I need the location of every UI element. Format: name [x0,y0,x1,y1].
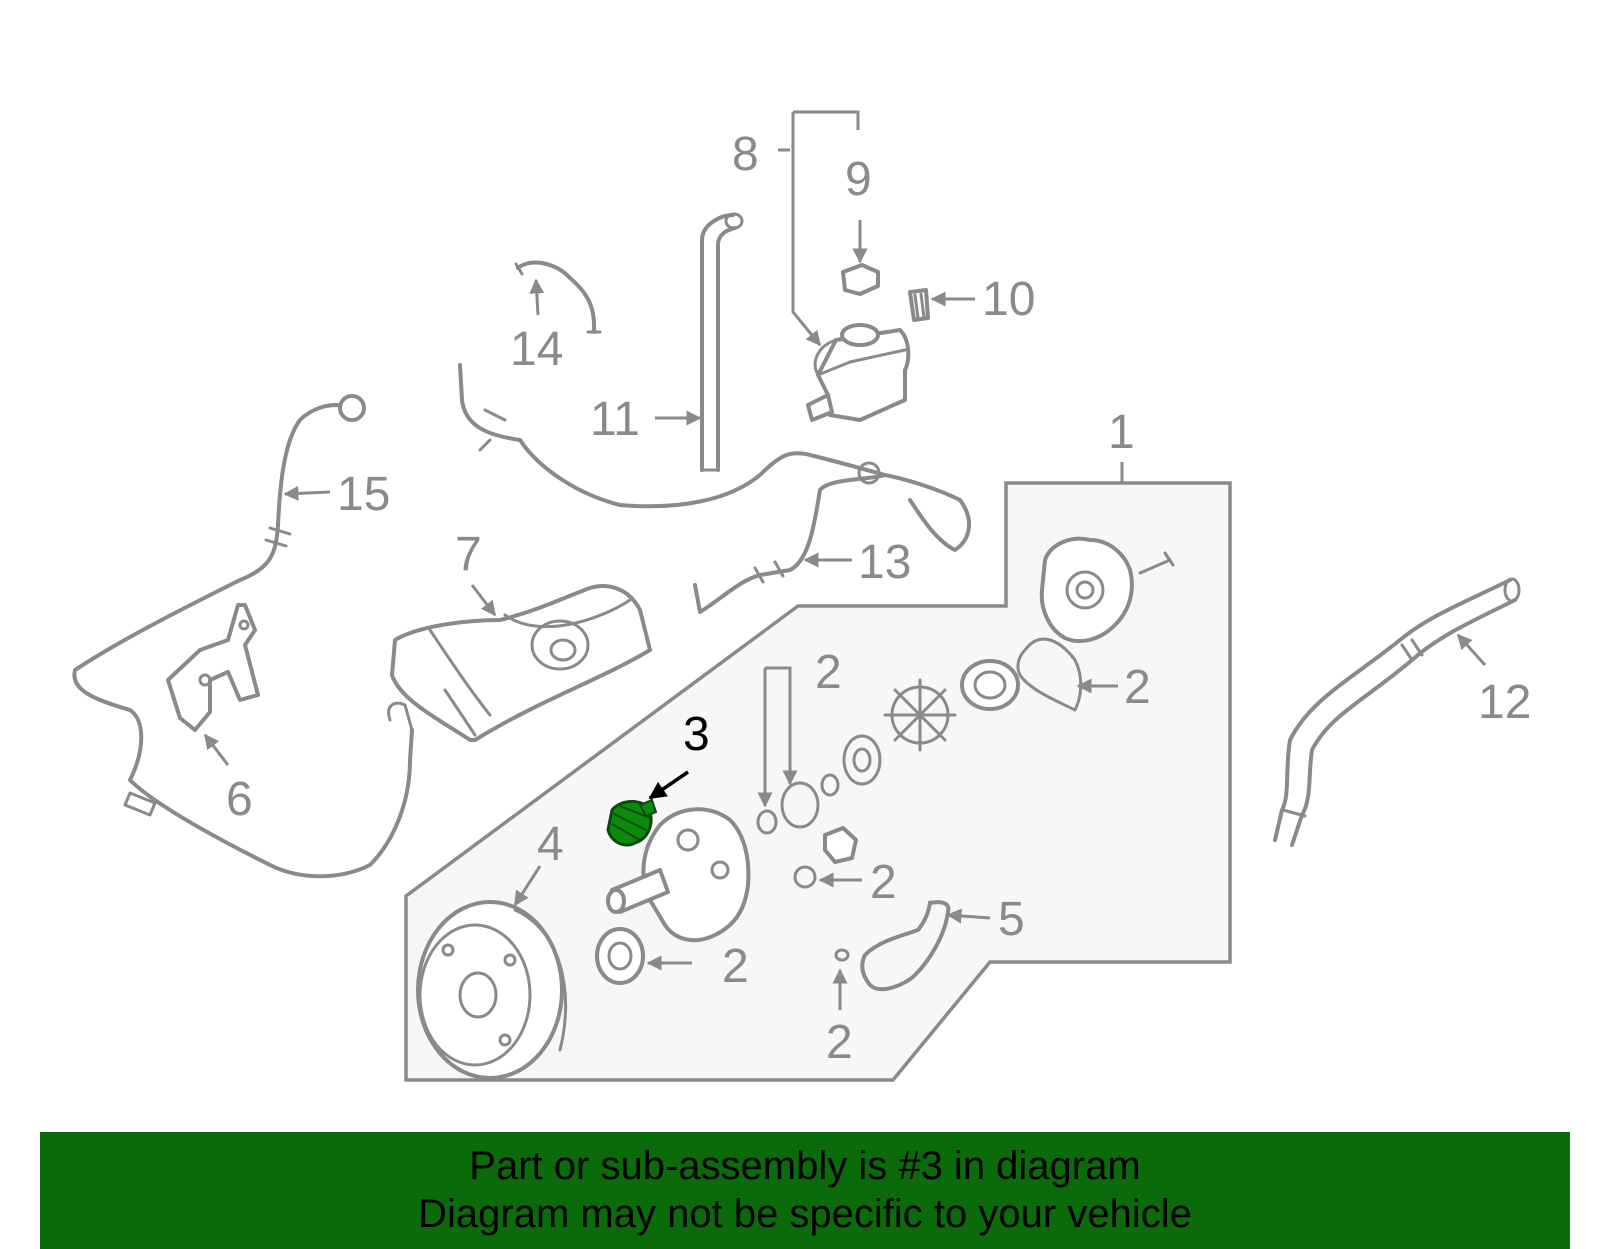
leader-lines [203,110,1487,1010]
callout-2-middle: 2 [870,856,897,909]
part-3-highlighted [606,798,658,847]
callout-1: 1 [1108,406,1135,459]
banner-line-1: Part or sub-assembly is #3 in diagram [469,1144,1141,1188]
callout-5: 5 [998,893,1025,946]
callout-11: 11 [590,393,640,446]
part-11-hose [700,212,744,472]
callout-2-bracket: 2 [815,646,842,699]
part-15-hose [72,394,414,879]
callout-9: 9 [845,153,872,206]
callout-6: 6 [226,773,253,826]
callout-2-bottom: 2 [826,1016,853,1069]
info-banner: Part or sub-assembly is #3 in diagram Di… [40,1132,1570,1249]
part-8-reservoir [806,323,911,422]
part-9-cap [841,263,880,296]
part-1-internals [756,637,1083,962]
callout-14: 14 [510,323,563,376]
part-7-heat-shield [390,584,652,742]
callout-15: 15 [337,468,390,521]
callout-4: 4 [537,818,564,871]
part-6-bracket [166,603,260,732]
callout-2-seal: 2 [722,940,749,993]
callout-13: 13 [858,536,911,589]
part-10-filter [908,288,930,322]
pump-body [595,807,751,985]
banner-line-2: Diagram may not be specific to your vehi… [418,1192,1192,1236]
callout-10: 10 [982,273,1035,326]
parts-diagram: 1 8 9 10 14 11 15 13 7 6 12 2 2 3 4 2 5 … [72,110,1531,1082]
leader-3 [648,770,689,800]
callout-7: 7 [455,528,482,581]
part-14-small-hose [516,260,597,334]
callout-12: 12 [1478,676,1531,729]
callout-2-right: 2 [1124,661,1151,714]
part-4-pulley [416,900,568,1080]
part-13-pipe [458,363,971,614]
callout-8: 8 [732,128,759,181]
part-12-hose [1273,577,1521,847]
part-1-pump-cover [1039,536,1175,644]
callout-3[interactable]: 3 [683,708,710,761]
